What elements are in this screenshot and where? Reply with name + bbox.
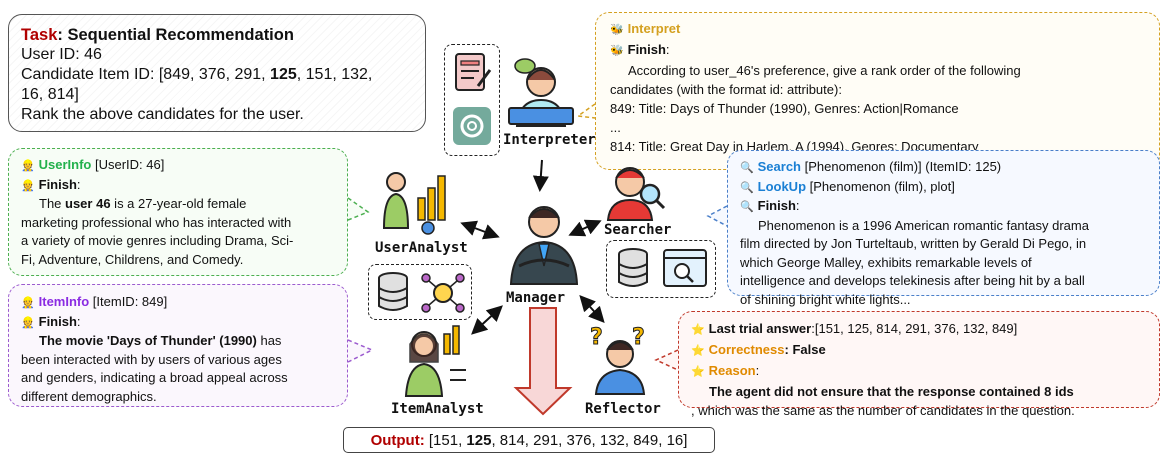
last-trial-row: ⭐ Last trial answer:[151, 125, 814, 291,…	[691, 319, 1147, 340]
user-speech-tail	[347, 197, 370, 221]
user-line: a variety of movie genres including Dram…	[21, 233, 294, 248]
finish-row: 🔍 Finish:	[740, 197, 1147, 217]
search-line: which George Malley, exhibits remarkable…	[740, 254, 1032, 270]
interpret-row: 🐝 Interpret	[610, 19, 1145, 40]
magnifier-icon: 🔍	[740, 201, 754, 213]
item-analyst-icon	[404, 325, 466, 397]
manager-label: Manager	[506, 290, 566, 306]
finish-row: 🐝 Finish:	[610, 40, 1145, 61]
user-analyst-icon	[382, 172, 446, 235]
interpreter-speech-tail	[575, 103, 596, 119]
finish-row: 👷 Finish:	[21, 176, 335, 196]
search-panel: 🔍 Search [Phenomenon (film)] (ItemID: 12…	[727, 150, 1160, 307]
user-tools-frame	[368, 264, 472, 320]
interpreter-tools-frame	[444, 44, 500, 156]
user-line: marketing professional who has interacte…	[21, 214, 292, 230]
reflector-manager-arrow	[579, 295, 605, 323]
magnifier-icon: 🔍	[740, 181, 754, 194]
star-icon: ⭐	[691, 324, 705, 336]
searcher-tools-frame	[606, 240, 716, 298]
user-info-panel: 👷 UserInfo [UserID: 46] 👷 Finish: The us…	[8, 148, 348, 276]
svg-text:?: ?	[632, 325, 645, 350]
interpreter-to-manager-arrow	[532, 159, 549, 192]
bee-icon: 🐝	[610, 45, 624, 57]
item-line: and genders, indicating a broad appeal a…	[21, 370, 288, 385]
interpret-line: 849: Title: Days of Thunder (1990), Genr…	[610, 101, 959, 116]
web-search-icon	[663, 249, 707, 287]
person-icon: 👷	[21, 316, 35, 329]
task-title: Task: Sequential Recommendation	[21, 26, 294, 44]
reason-line: , which was the same as the number of ca…	[691, 403, 1075, 418]
search-speech-tail	[706, 205, 728, 227]
task-candidates-line2: 16, 814]	[21, 86, 79, 103]
task-candidates: Candidate Item ID: [849, 376, 291, 125, …	[21, 66, 373, 83]
task-instruction: Rank the above candidates for the user.	[21, 106, 304, 123]
item-line: different demographics.	[21, 388, 157, 404]
search-line: of shining bright white lights...	[740, 291, 911, 307]
bee-icon: 🐝	[610, 24, 624, 36]
database-icon	[378, 272, 408, 311]
interpreter-panel: 🐝 Interpret 🐝 Finish: According to user_…	[595, 12, 1160, 170]
manager-icon	[509, 206, 579, 285]
iteminfo-row: 👷 ItemInfo [ItemID: 849]	[21, 293, 335, 313]
interpret-line: ...	[610, 120, 621, 135]
interpreter-icon	[508, 58, 574, 127]
user-line: Fi, Adventure, Childrens, and Comedy.	[21, 251, 244, 267]
reflector-speech-tail	[654, 349, 679, 371]
user-manager-arrow	[460, 220, 500, 240]
user-line: The user 46 is a 27-year-old female	[39, 196, 247, 211]
search-line: film directed by Jon Turteltaub, written…	[740, 236, 1087, 251]
star-icon: ⭐	[691, 366, 705, 378]
person-icon: 👷	[21, 297, 35, 309]
item-manager-arrow	[471, 305, 503, 335]
searcher-icon	[606, 167, 666, 221]
reflector-panel: ⭐ Last trial answer:[151, 125, 814, 291,…	[678, 311, 1160, 418]
person-icon: 👷	[21, 179, 35, 192]
star-icon: ⭐	[691, 345, 705, 357]
reflector-icon: ? ?	[590, 325, 645, 395]
interpret-line: According to user_46's preference, give …	[628, 63, 1021, 78]
searcher-label: Searcher	[604, 222, 672, 238]
network-icon	[421, 273, 465, 313]
userinfo-row: 👷 UserInfo [UserID: 46]	[21, 156, 335, 176]
interpreter-label: Interpreter	[503, 132, 596, 148]
searcher-manager-arrow	[568, 219, 602, 237]
user-analyst-label: UserAnalyst	[375, 240, 468, 256]
reflector-label: Reflector	[585, 401, 661, 417]
database-icon	[618, 248, 648, 287]
search-line: Phenomenon is a 1996 American romantic f…	[758, 217, 1089, 233]
item-line: The movie 'Days of Thunder' (1990) has	[39, 333, 282, 348]
task-user-id: User ID: 46	[21, 46, 102, 63]
chatgpt-icon	[453, 107, 491, 145]
interpret-line: candidates (with the format id: attribut…	[610, 82, 842, 97]
output-down-arrow	[513, 307, 573, 416]
item-info-panel: 👷 ItemInfo [ItemID: 849] 👷 Finish: The m…	[8, 284, 348, 407]
reason-row: ⭐ Reason:	[691, 361, 1147, 382]
item-analyst-label: ItemAnalyst	[391, 401, 484, 417]
item-speech-tail	[347, 339, 374, 363]
search-row: 🔍 Search [Phenomenon (film)] (ItemID: 12…	[740, 158, 1147, 178]
search-line: intelligence and develops telekinesis af…	[740, 273, 1085, 288]
lookup-row: 🔍 LookUp [Phenomenon (film), plot]	[740, 178, 1147, 198]
person-icon: 👷	[21, 160, 35, 172]
output-box: Output: [151, 125, 814, 291, 376, 132, 8…	[343, 427, 715, 453]
reason-line: The agent did not ensure that the respon…	[709, 384, 1074, 399]
task-panel: Task: Sequential Recommendation User ID:…	[8, 14, 426, 132]
magnifier-icon: 🔍	[740, 162, 754, 174]
item-line: been interacted with by users of various…	[21, 351, 282, 367]
document-icon	[455, 53, 492, 91]
svg-text:?: ?	[590, 325, 603, 350]
finish-row: 👷 Finish:	[21, 313, 335, 333]
correctness-row: ⭐ Correctness: False	[691, 340, 1147, 361]
